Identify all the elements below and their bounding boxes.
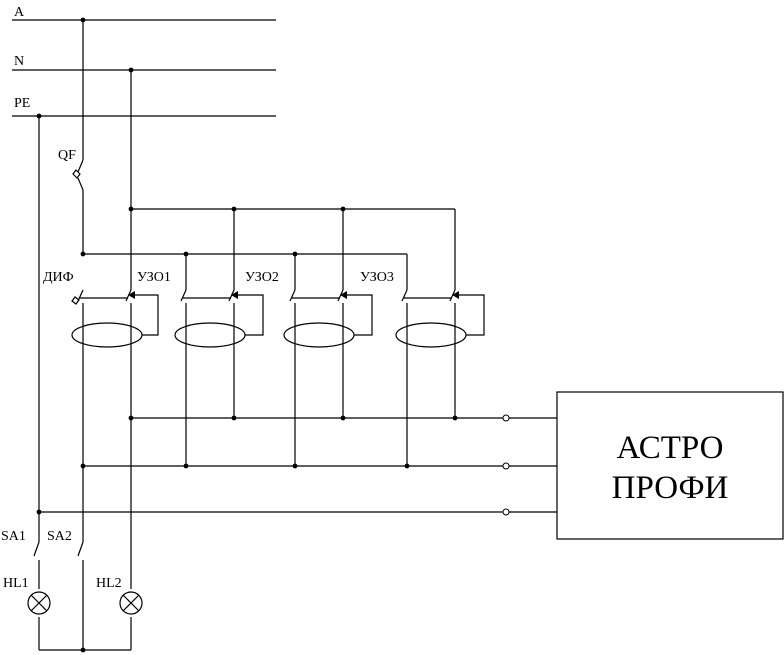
bus-lines xyxy=(12,19,276,117)
label-rcd3: УЗО3 xyxy=(360,270,394,285)
sa2-branch xyxy=(77,466,84,650)
phase-conductor xyxy=(72,20,84,254)
junction xyxy=(183,463,189,469)
lamp-icon xyxy=(119,591,143,615)
rcd1-device xyxy=(174,289,264,466)
terminal xyxy=(502,508,510,516)
terminal xyxy=(502,414,510,422)
breaker-label-qf: QF xyxy=(58,148,76,163)
label-dif: ДИФ xyxy=(43,270,74,285)
label-sa1: SA1 xyxy=(1,529,26,544)
junction xyxy=(128,206,134,212)
rcd3-device xyxy=(395,289,485,466)
bus-label-pe: PE xyxy=(14,96,30,111)
junction xyxy=(340,415,346,421)
bus-label-a: A xyxy=(14,5,25,20)
label-rcd2: УЗО2 xyxy=(245,270,279,285)
box-title-line-1: АСТРО xyxy=(617,430,724,466)
bus-label-n: N xyxy=(14,54,24,69)
terminal xyxy=(502,462,510,470)
junction xyxy=(80,251,86,257)
label-sa2: SA2 xyxy=(47,529,72,544)
junction xyxy=(404,463,410,469)
rcd2-device xyxy=(283,289,373,466)
dif-device xyxy=(71,289,159,466)
junction xyxy=(231,415,237,421)
box-title-line-2: ПРОФИ xyxy=(612,470,729,506)
label-rcd1: УЗО1 xyxy=(137,270,171,285)
label-hl2: HL2 xyxy=(96,576,122,591)
lamp-icon xyxy=(27,591,51,615)
junction xyxy=(80,647,86,653)
junction xyxy=(292,463,298,469)
astro-profi-box xyxy=(556,391,784,540)
label-hl1: HL1 xyxy=(3,576,29,591)
junction xyxy=(452,415,458,421)
